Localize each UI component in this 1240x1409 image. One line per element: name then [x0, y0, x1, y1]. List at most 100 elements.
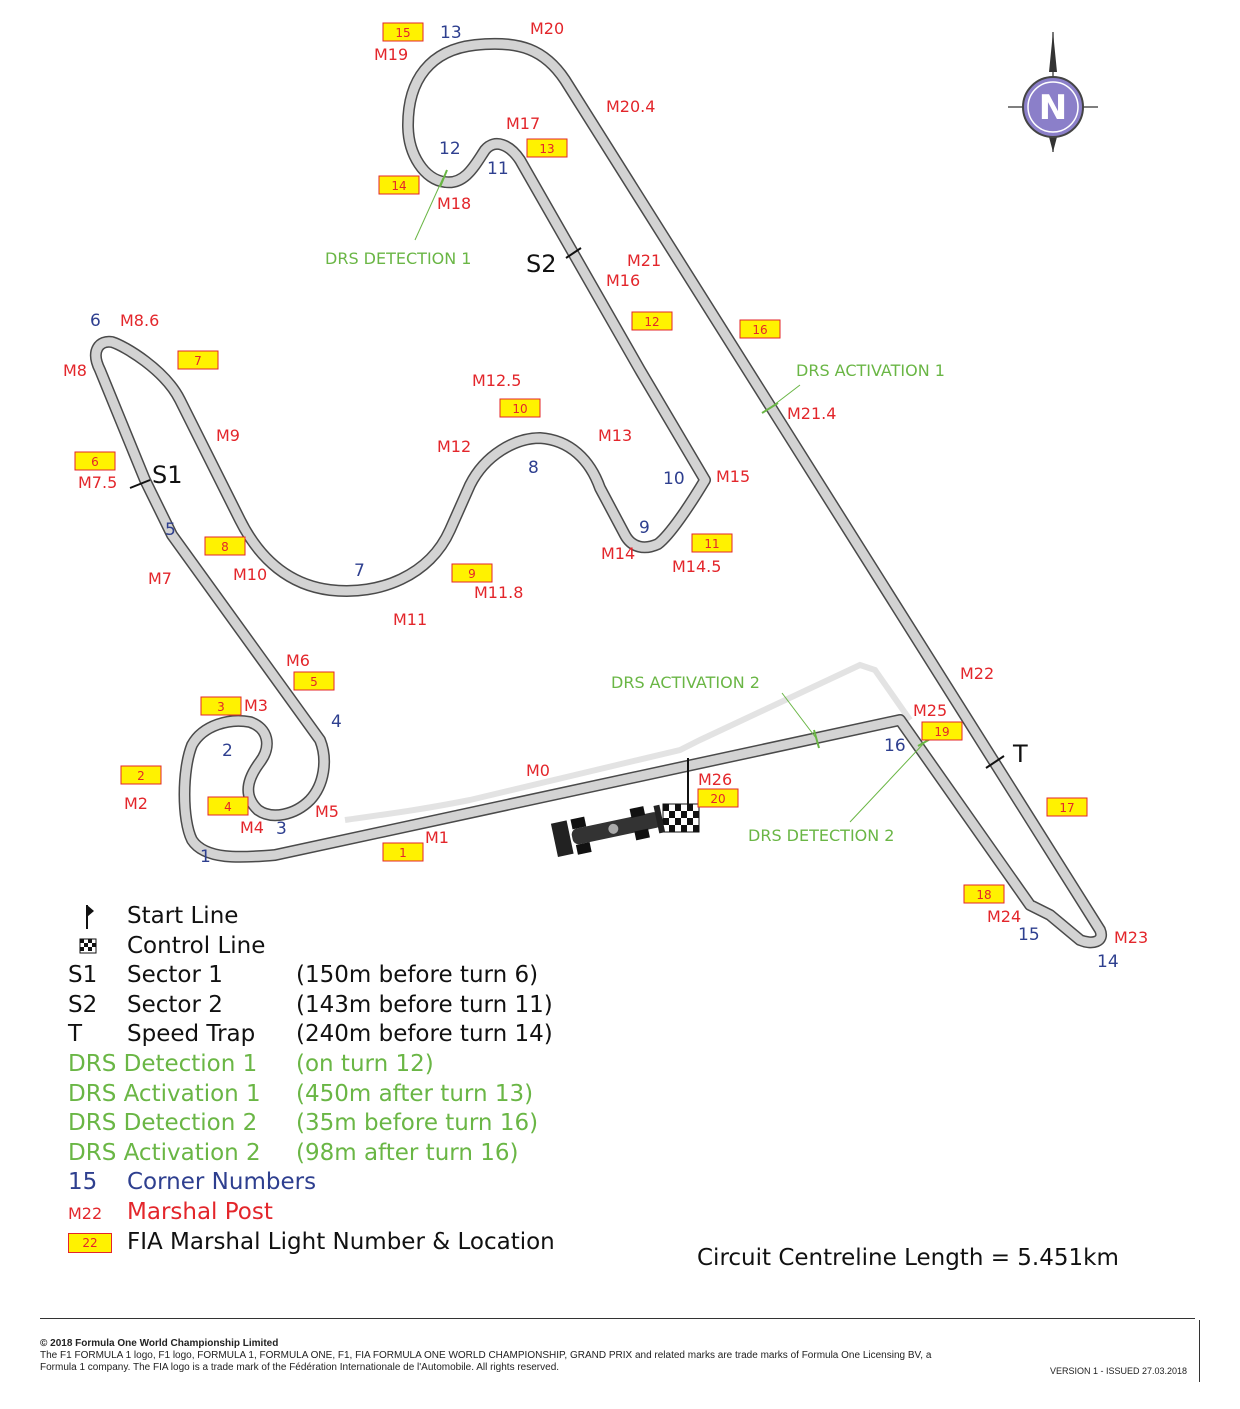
pit-lane [344, 661, 913, 823]
legend-key: 22 [68, 1232, 112, 1253]
marshal-light-number: 20 [710, 792, 725, 806]
legend-label: FIA Marshal Light Number & Location [127, 1228, 555, 1255]
legend-key: DRS Activation 2 [68, 1139, 261, 1166]
corner-number-14: 14 [1097, 952, 1119, 972]
legend-label: Marshal Post [127, 1198, 273, 1225]
marshal-post-m22: M22 [960, 664, 994, 683]
drs-activation1-label: DRS ACTIVATION 1 [796, 361, 945, 380]
marshal-light-number: 15 [395, 26, 410, 40]
marshal-post-m24: M24 [987, 907, 1021, 926]
marshal-post-m10: M10 [233, 565, 267, 584]
drs-detection1-leader [414, 177, 444, 241]
sector2-mark: S2 [526, 250, 557, 278]
marshal-light-box [739, 319, 781, 339]
chequered-flag-icon [68, 933, 108, 967]
footer-line1: The F1 FORMULA 1 logo, F1 logo, FORMULA … [40, 1350, 932, 1361]
marshal-light-19: 19 [921, 721, 963, 741]
legend-note: (240m before turn 14) [296, 1021, 553, 1048]
marshal-post-m11: M11 [393, 610, 427, 629]
marshal-post-m4: M4 [240, 818, 264, 837]
marshal-light-8: 8 [204, 536, 246, 556]
marshal-light-number: 1 [399, 846, 407, 860]
marshal-post-m20: M20 [530, 19, 564, 38]
marshal-post-m8: M8 [63, 361, 87, 380]
drs-detection1-label: DRS DETECTION 1 [325, 249, 471, 268]
marshal-light-number: 18 [976, 888, 991, 902]
marshal-light-number: 16 [752, 323, 767, 337]
marshal-light-box [499, 398, 541, 418]
marshal-light-number: 6 [91, 455, 99, 469]
marshal-post-m17: M17 [506, 114, 540, 133]
marshal-light-box [293, 671, 335, 691]
marshal-light-number: 3 [217, 700, 225, 714]
footer-copyright: © 2018 Formula One World Championship Li… [40, 1338, 279, 1349]
marshal-light-box [382, 22, 424, 42]
marshal-light-11: 11 [691, 533, 733, 553]
marshal-post-m19: M19 [374, 45, 408, 64]
legend-label: Sector 1 [127, 962, 223, 989]
marshal-post-m5: M5 [315, 802, 339, 821]
corner-number-2: 2 [222, 741, 233, 761]
legend-note: (143m before turn 11) [296, 991, 553, 1018]
corner-number-11: 11 [487, 159, 509, 179]
legend-key: T [68, 1021, 83, 1048]
legend-key: 15 [68, 1169, 98, 1196]
drs-activation2-label: DRS ACTIVATION 2 [611, 673, 760, 692]
marshal-light-5: 5 [293, 671, 335, 691]
footer: © 2018 Formula One World Championship Li… [40, 1338, 1040, 1374]
marshal-light-6: 6 [74, 451, 116, 471]
marshal-post-m26: M26 [698, 770, 732, 789]
marshal-light-number: 5 [310, 675, 318, 689]
marshal-post-m8-6: M8.6 [120, 311, 159, 330]
marshal-light-number: 11 [704, 537, 719, 551]
legend-note: (450m after turn 13) [296, 1080, 534, 1107]
marshal-light-box [526, 138, 568, 158]
corner-number-6: 6 [90, 311, 101, 331]
footer-divider-vertical [1199, 1320, 1200, 1382]
drs-detection1-tick [439, 169, 448, 188]
marshal-light-number: 17 [1059, 801, 1074, 815]
drs-activation2-tick [813, 729, 820, 749]
marshal-light-number: 9 [468, 567, 476, 581]
corner-number-7: 7 [354, 561, 365, 581]
sector2-line [565, 247, 582, 259]
drs-detection2-leader [849, 741, 926, 823]
corner-number-12: 12 [439, 139, 461, 159]
marshal-light-box [204, 536, 246, 556]
legend-key: M22 [68, 1203, 103, 1223]
marshal-light-10: 10 [499, 398, 541, 418]
start-line-flag-icon [68, 903, 108, 937]
footer-divider [40, 1318, 1195, 1319]
sector1-line [129, 479, 151, 489]
marshal-post-m7: M7 [148, 569, 172, 588]
marshal-post-m25: M25 [913, 701, 947, 720]
marshal-light-box [697, 788, 739, 808]
corner-number-9: 9 [639, 518, 650, 538]
marshal-light-9: 9 [451, 563, 493, 583]
corner-number-13: 13 [440, 23, 462, 43]
marshal-post-m12-5: M12.5 [472, 371, 521, 390]
legend-key: DRS Detection 1 [68, 1050, 258, 1077]
legend-key: S2 [68, 991, 98, 1018]
drs-activation1-leader [769, 384, 801, 409]
sector1-mark: S1 [152, 461, 183, 489]
marshal-light-box [1046, 797, 1088, 817]
marshal-light-number: 7 [194, 354, 202, 368]
marshal-light-box [207, 796, 249, 816]
legend-note: (98m after turn 16) [296, 1139, 519, 1166]
marshal-light-number: 4 [224, 800, 232, 814]
marshal-post-m7-5: M7.5 [78, 473, 117, 492]
race-track [89, 37, 1108, 949]
marshal-post-m14: M14 [601, 544, 635, 563]
marshal-post-m21: M21 [627, 251, 661, 270]
marshal-light-box [120, 765, 162, 785]
marshal-post-m21-4: M21.4 [787, 404, 836, 423]
marshal-light-number: 10 [512, 402, 527, 416]
marshal-light-number: 12 [644, 315, 659, 329]
compass-north-label: N [1039, 88, 1067, 128]
compass-rose: N [1008, 32, 1098, 152]
marshal-light-4: 4 [207, 796, 249, 816]
marshal-light-20: 20 [697, 788, 739, 808]
marshal-light-1: 1 [382, 842, 424, 862]
legend-label: Start Line [127, 903, 239, 929]
